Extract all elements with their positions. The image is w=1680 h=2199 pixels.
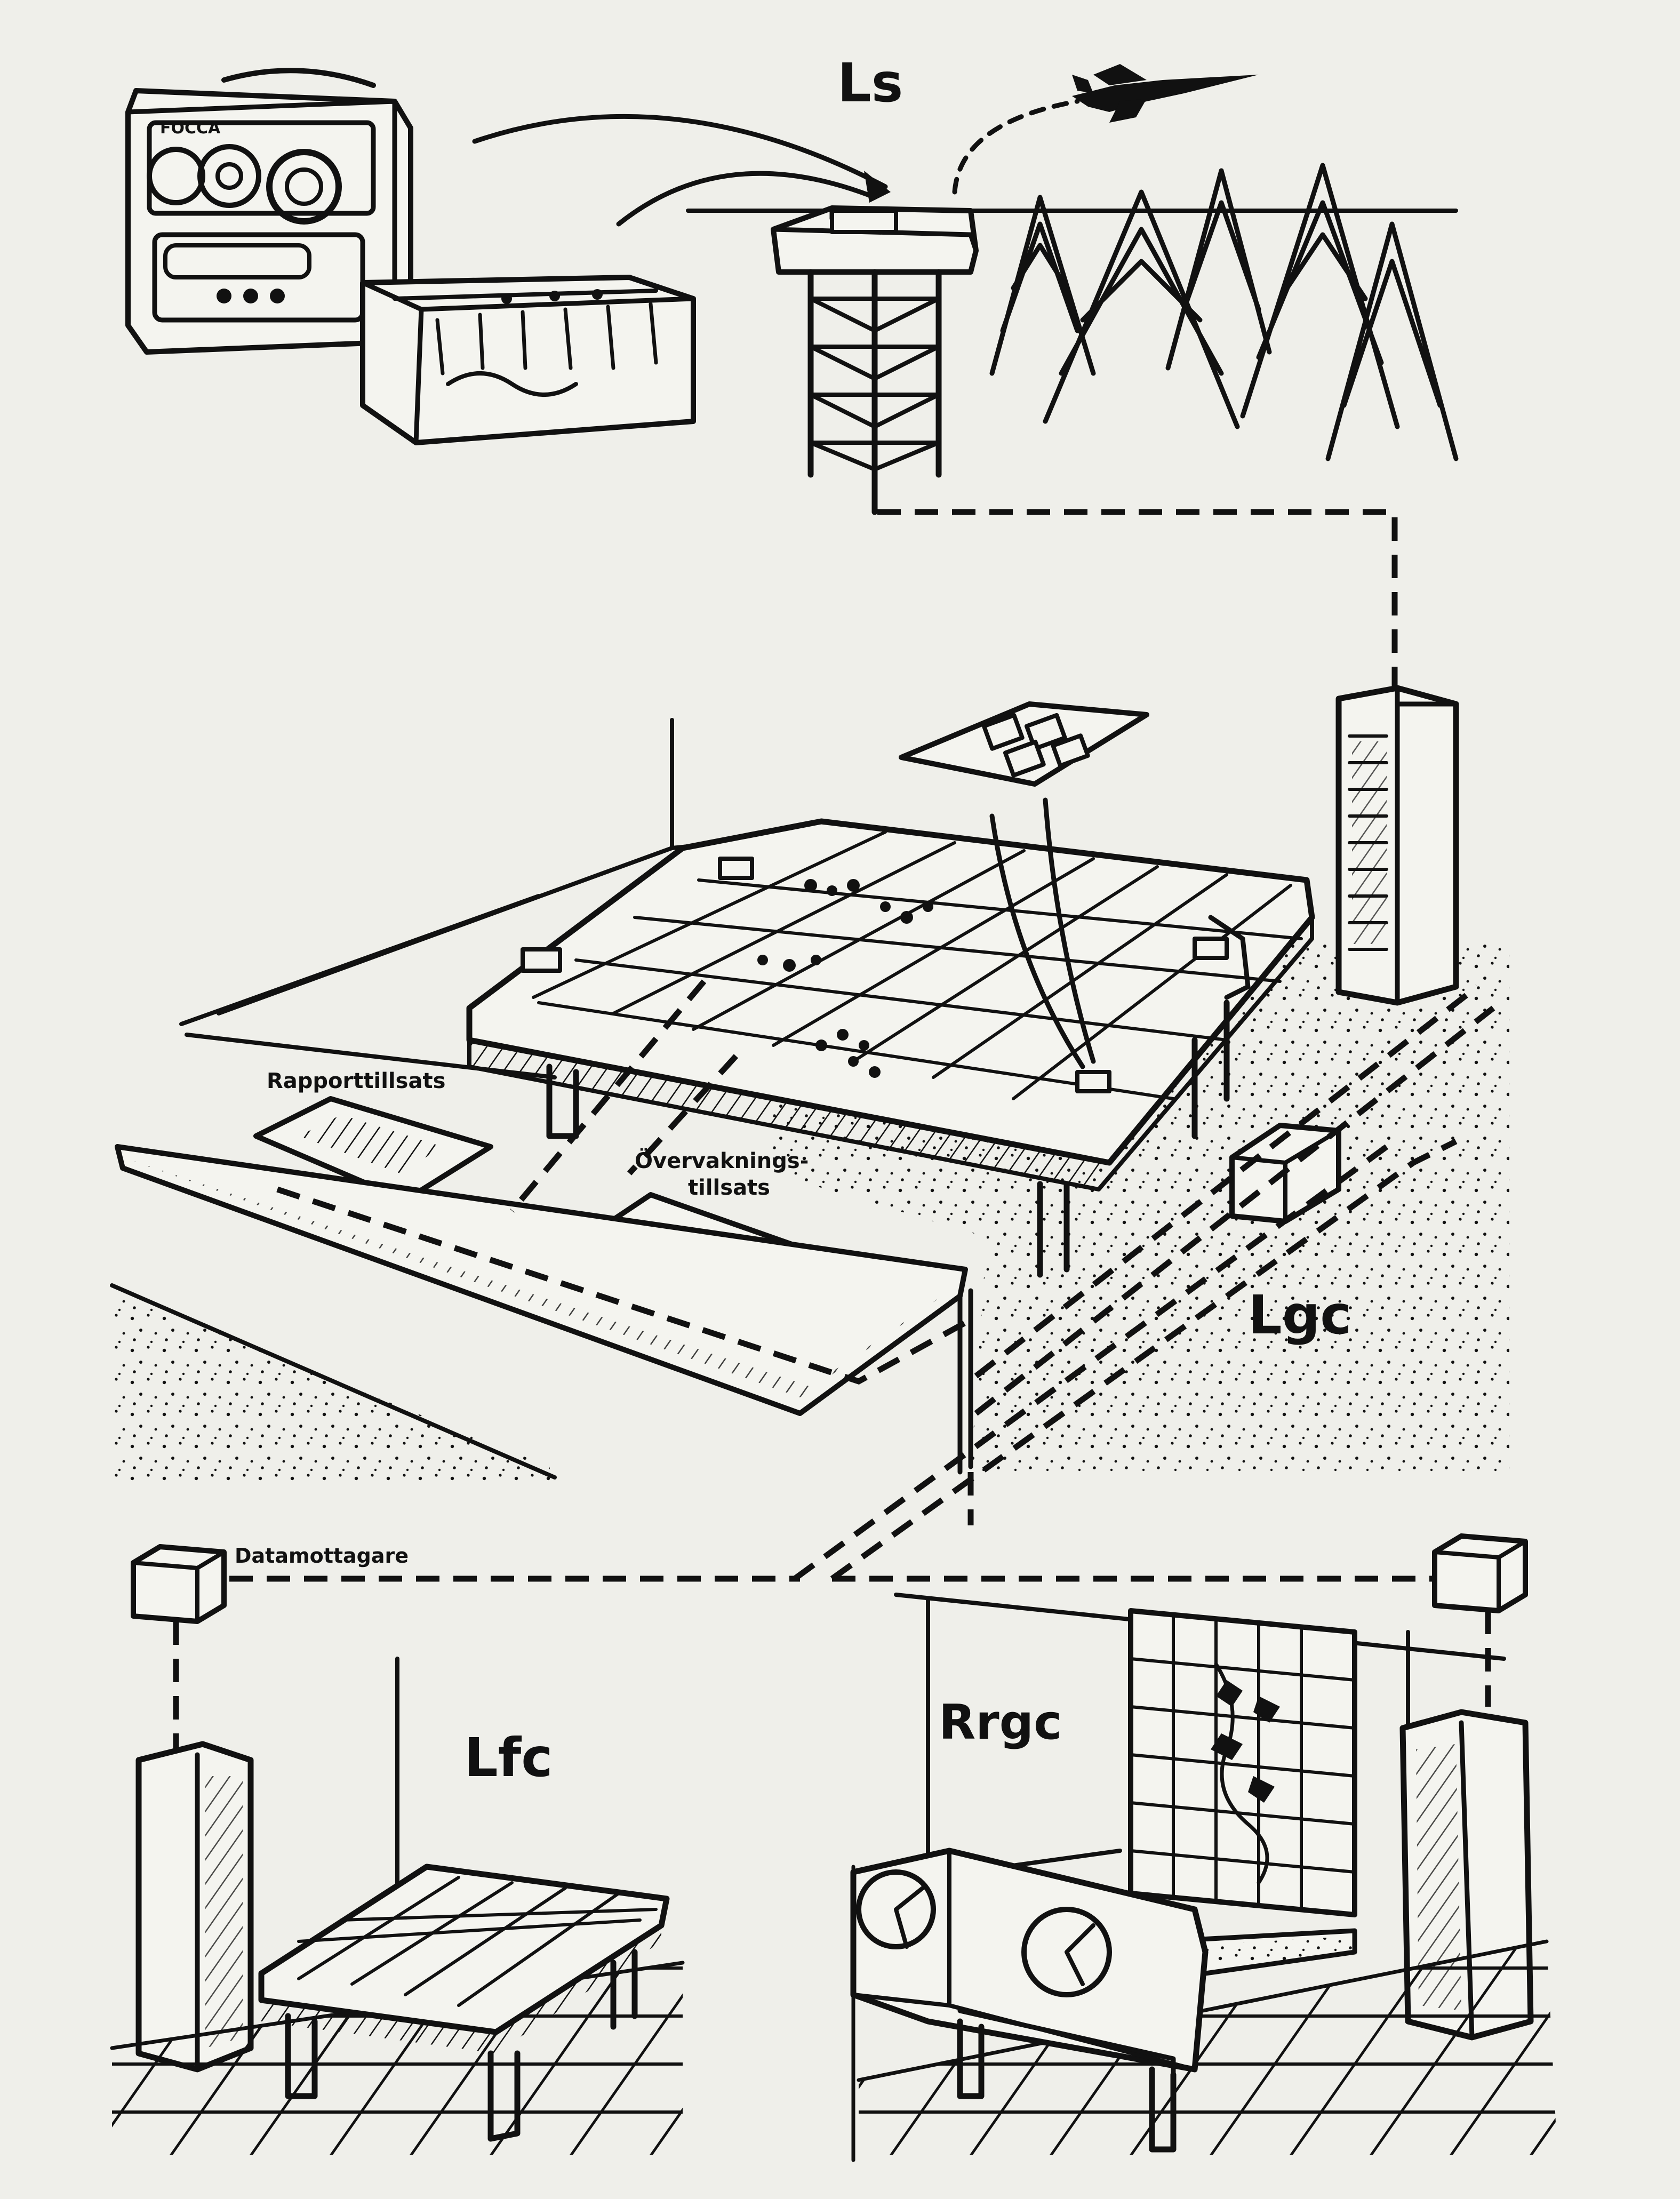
forest [989, 163, 1459, 461]
label-overvakning-line2: tillsats [688, 1176, 770, 1200]
svg-text:FOCCA: FOCCA [160, 119, 221, 138]
rrgc-operator-console [850, 1848, 1209, 2153]
label-rapporttillsats: Rapporttillsats [267, 1069, 445, 1093]
link-ls-to-lgc [877, 509, 1398, 693]
lfc-equipment-cabinet [135, 1741, 254, 2073]
data-receiver-right [1432, 1533, 1528, 1613]
wall-situation-map [1128, 1608, 1357, 1917]
label-datamottagare: Datamottagare [235, 1544, 409, 1568]
label-rrgc: Rrgc [939, 1694, 1062, 1750]
label-lgc: Lgc [1248, 1284, 1352, 1346]
data-receiver-left [131, 1544, 227, 1624]
aircraft-icon [1072, 64, 1259, 123]
radar-tower [771, 205, 979, 515]
lgc-network-links [276, 979, 1495, 1581]
plotting-table [466, 818, 1315, 1278]
label-overvakning-line1: Övervaknings- [635, 1148, 809, 1173]
label-ls: Ls [837, 52, 903, 114]
plotting-marker-board [899, 701, 1149, 1069]
signal-arrows [472, 99, 1080, 227]
field-radio-equipment: FOCCA [125, 68, 696, 445]
label-lfc: Lfc [464, 1726, 553, 1789]
lfc-plotting-table [258, 1864, 670, 2142]
lgc-equipment-cabinet [1335, 685, 1459, 1006]
